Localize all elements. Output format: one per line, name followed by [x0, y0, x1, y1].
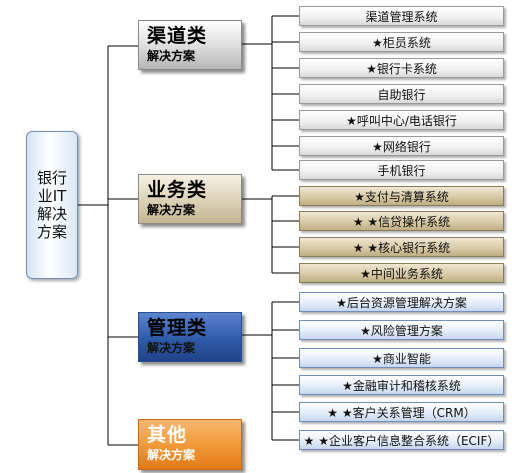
- item-core-banking: ★ ★核心银行系统: [299, 237, 504, 257]
- item-self-service-banking: 自助银行: [299, 84, 504, 104]
- category-title: 业务类: [147, 179, 208, 201]
- item-channel-management: 渠道管理系统: [299, 6, 504, 26]
- category-management: 管理类 解决方案: [138, 312, 242, 362]
- root-label: 银行业IT解决方案: [36, 169, 67, 241]
- item-call-center: ★呼叫中心/电话银行: [299, 110, 504, 130]
- item-ecif: ★ ★企业客户信息整合系统（ECIF）: [299, 430, 504, 450]
- item-payment-clearing: ★支付与清算系统: [299, 186, 504, 206]
- item-business-intelligence: ★商业智能: [299, 348, 504, 368]
- category-title: 渠道类: [147, 25, 208, 47]
- item-audit-system: ★金融审计和稽核系统: [299, 375, 504, 395]
- category-subtitle: 解决方案: [147, 203, 196, 217]
- item-teller-system: ★柜员系统: [299, 32, 504, 52]
- item-risk-management: ★风险管理方案: [299, 320, 504, 340]
- category-other: 其他 解决方案: [138, 419, 242, 470]
- item-back-office-resource: ★后台资源管理解决方案: [299, 292, 504, 312]
- item-crm: ★ ★客户关系管理（CRM）: [299, 402, 504, 422]
- item-online-banking: ★网络银行: [299, 136, 504, 156]
- root-node: 银行业IT解决方案: [26, 131, 78, 279]
- category-subtitle: 解决方案: [147, 448, 196, 462]
- category-business: 业务类 解决方案: [138, 174, 242, 224]
- category-title: 其他: [147, 424, 188, 446]
- category-title: 管理类: [147, 317, 208, 339]
- item-bank-card-system: ★银行卡系统: [299, 58, 504, 78]
- item-mobile-banking: 手机银行: [299, 160, 504, 180]
- category-channel: 渠道类 解决方案: [138, 20, 242, 70]
- category-subtitle: 解决方案: [147, 341, 196, 355]
- item-intermediary-business: ★中间业务系统: [299, 263, 504, 283]
- category-subtitle: 解决方案: [147, 49, 196, 63]
- item-credit-operation: ★ ★信贷操作系统: [299, 211, 504, 231]
